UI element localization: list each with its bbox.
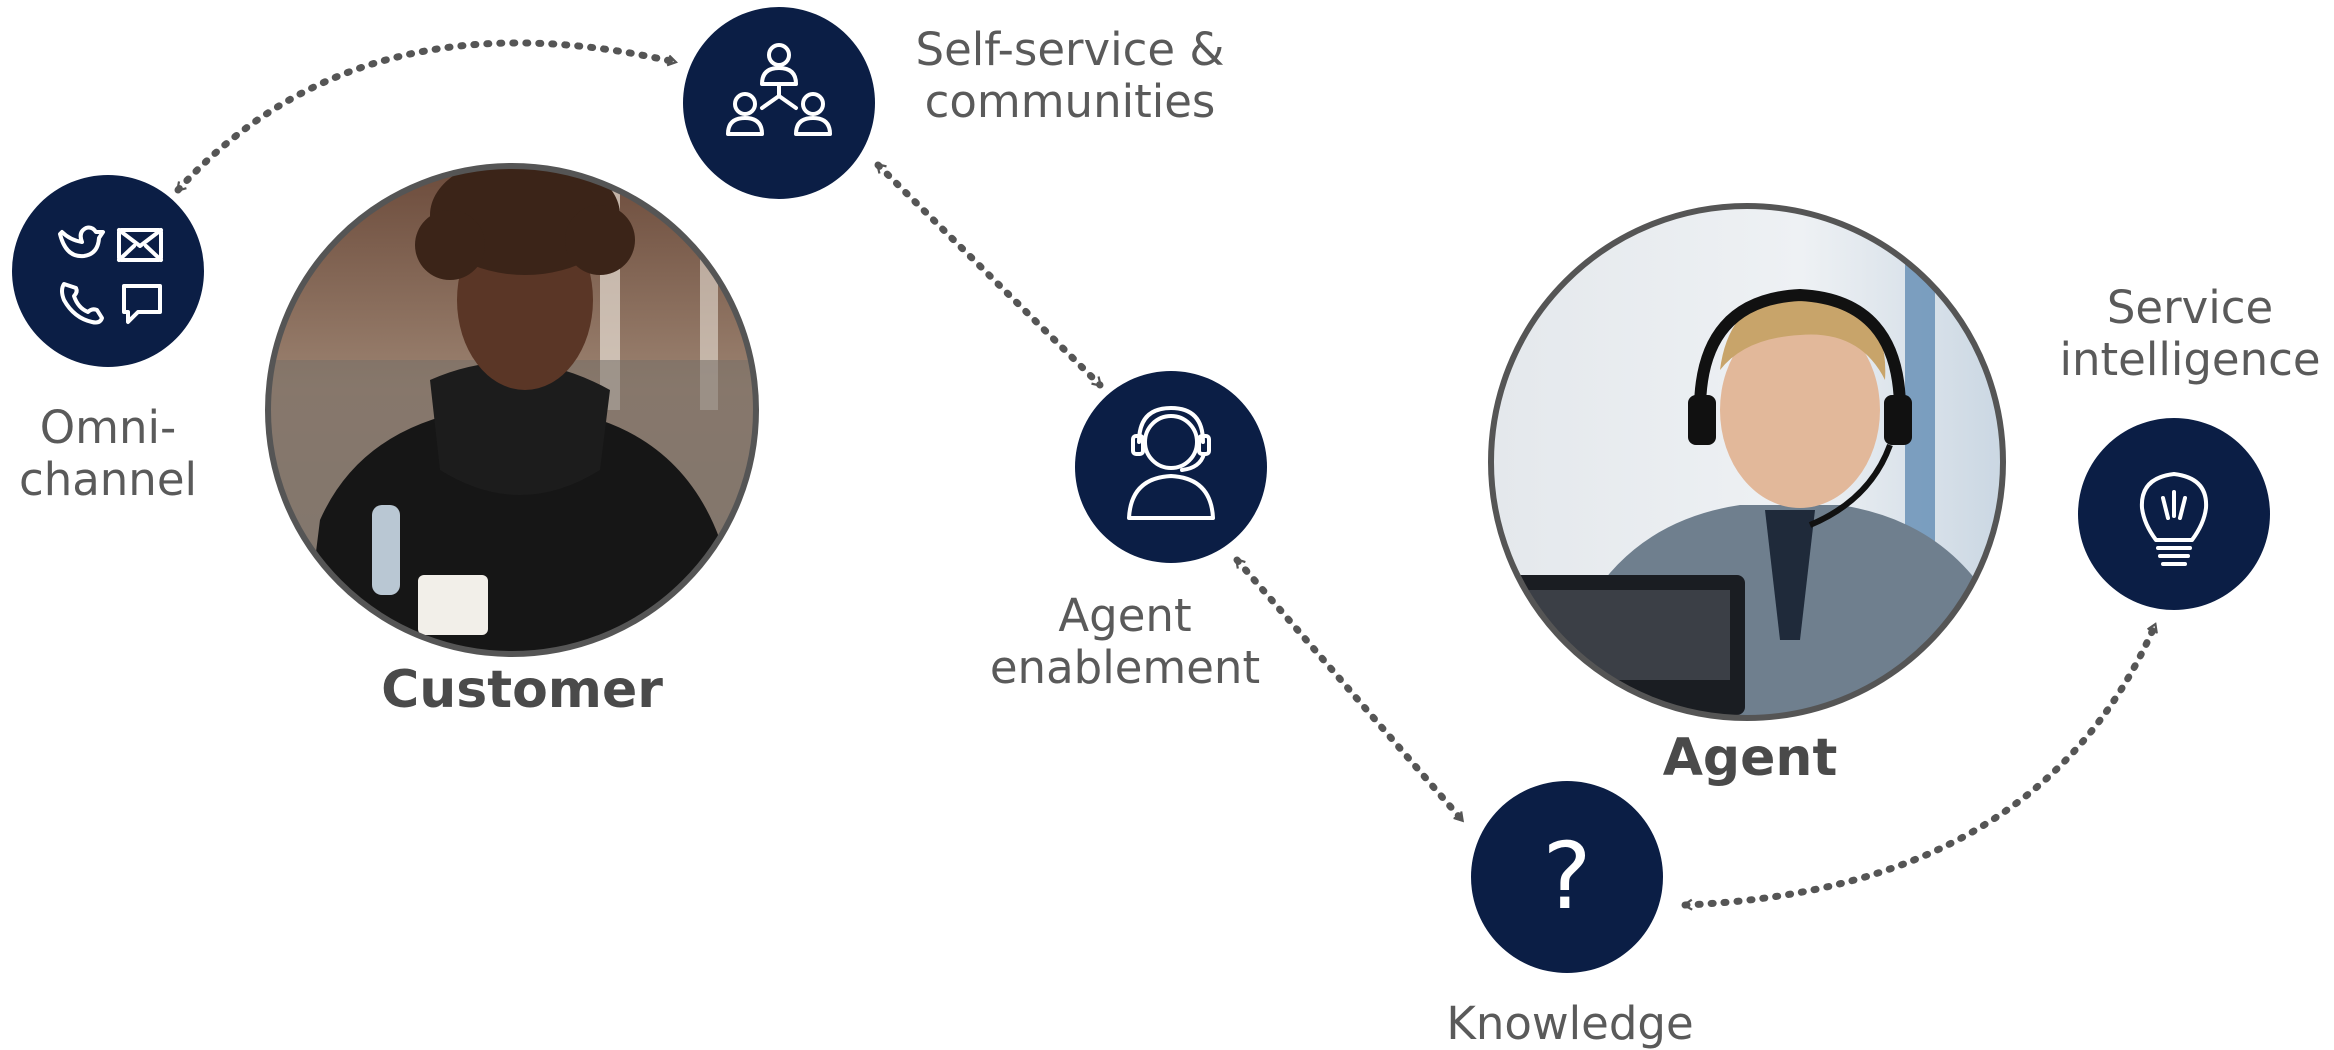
agent-enablement-node[interactable] — [1075, 371, 1267, 563]
service-intelligence-node[interactable] — [2078, 418, 2270, 610]
agent-photo — [1488, 203, 2006, 721]
knowledge-node[interactable]: ? — [1471, 781, 1663, 973]
arrow-knowledge-intelligence — [1681, 621, 2159, 905]
arrow-agentenablement-knowledge — [1233, 556, 1466, 824]
community-icon — [726, 43, 832, 136]
arrow-selfservice-agentenablement — [874, 161, 1104, 389]
service-intelligence-label: Service intelligence — [2059, 281, 2321, 386]
agent-label: Agent — [1662, 728, 1838, 788]
question-mark-icon: ? — [1543, 823, 1592, 930]
twitter-mail-phone-chat-icon — [58, 225, 163, 325]
agent-enablement-label: Agent enablement — [989, 589, 1261, 694]
twitter-icon — [58, 225, 105, 259]
omnichannel-label: Omni- channel — [18, 401, 198, 506]
self-service-node[interactable] — [683, 7, 875, 199]
knowledge-label: Knowledge — [1446, 997, 1694, 1050]
lightbulb-icon — [2139, 472, 2209, 566]
customer-label: Customer — [381, 660, 663, 720]
headset-agent-icon — [1127, 406, 1215, 520]
customer-photo — [265, 163, 759, 657]
self-service-label: Self-service & communities — [915, 23, 1225, 128]
chat-icon — [122, 284, 162, 324]
omnichannel-node[interactable] — [12, 175, 204, 367]
phone-icon — [60, 282, 104, 325]
arrow-omnichannel-selfservice — [174, 39, 679, 194]
mail-icon — [117, 228, 163, 262]
